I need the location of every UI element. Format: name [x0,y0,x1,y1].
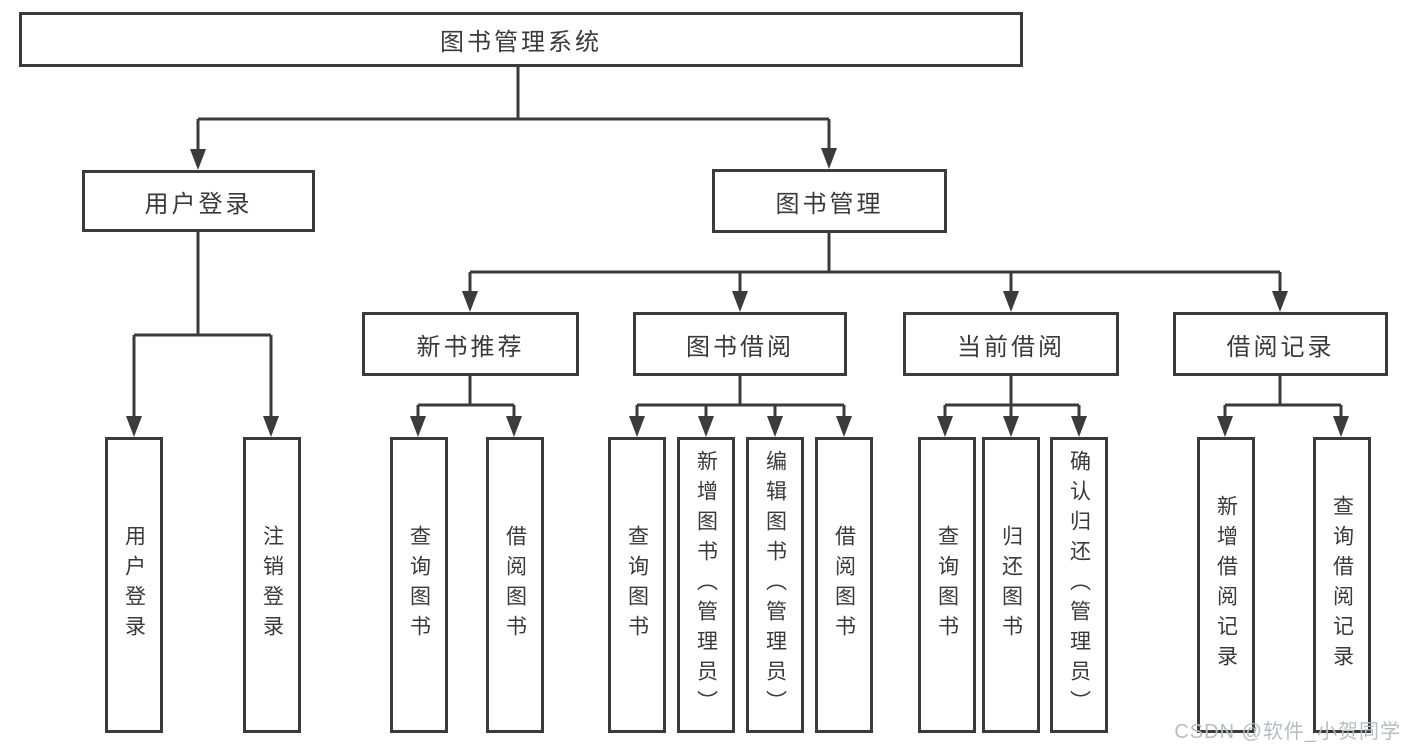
node-root: 图书管理系统 [19,12,1023,67]
node-user-login-label: 用户登录 [144,190,253,218]
leaf-br-query-record: 查询借阅记录 [1313,437,1371,733]
csdn-watermark: CSDN @软件_小贺同学 [1174,721,1401,743]
connector-root-to-level2 [196,67,831,151]
node-root-label: 图书管理系统 [440,29,602,56]
arrowhead [410,416,426,437]
leaf-user-login-label: 用户登录 [122,525,146,645]
leaf-bb-borrow-books: 借阅图书 [815,437,873,733]
arrowhead [698,416,714,437]
arrowhead [836,416,852,437]
arrowhead [506,416,522,437]
leaf-bb-query-books: 查询图书 [608,437,666,733]
arrowhead [629,416,645,437]
arrowhead [263,416,279,437]
node-borrowing-records: 借阅记录 [1173,312,1388,376]
arrowhead [1071,416,1087,437]
leaf-br-add-record-label: 新增借阅记录 [1214,495,1238,675]
arrowhead [937,416,953,437]
node-book-borrowing: 图书借阅 [633,312,847,376]
arrowhead [767,416,783,437]
node-book-management: 图书管理 [712,169,947,233]
node-user-login: 用户登录 [82,170,315,232]
node-new-book-recommend-label: 新书推荐 [416,333,525,361]
leaf-bb-borrow-books-label: 借阅图书 [832,525,856,645]
leaf-bb-query-books-label: 查询图书 [625,525,649,645]
connector-user-login-to-leaves [132,232,273,418]
arrowhead [732,291,748,312]
arrowhead [190,149,206,170]
connector-new-book-recommend-to-leaves [416,376,516,418]
leaf-nbr-borrow-books: 借阅图书 [486,437,544,733]
arrowhead [1003,291,1019,312]
leaf-logout-label: 注销登录 [260,525,284,645]
leaf-logout: 注销登录 [243,437,301,733]
leaf-cb-return-books-label: 归还图书 [999,525,1023,645]
arrowhead [1333,416,1349,437]
node-current-borrowing: 当前借阅 [903,312,1119,376]
arrowhead [462,291,478,312]
leaf-cb-confirm-return: 确认归还（管理员） [1050,437,1108,733]
leaf-br-add-record: 新增借阅记录 [1197,437,1255,733]
leaf-br-query-record-label: 查询借阅记录 [1330,495,1354,675]
leaf-bb-add-books-label: 新增图书（管理员） [694,450,718,720]
connector-book-borrowing-to-leaves [635,376,846,418]
leaf-cb-confirm-return-label: 确认归还（管理员） [1067,450,1091,720]
arrowhead [126,416,142,437]
leaf-nbr-query-books: 查询图书 [390,437,448,733]
connector-borrowing-records-to-leaves [1223,376,1343,418]
leaf-bb-add-books: 新增图书（管理员） [677,437,735,733]
leaf-cb-query-books-label: 查询图书 [935,525,959,645]
arrowhead [1003,416,1019,437]
leaf-cb-query-books: 查询图书 [918,437,976,733]
connector-book-management-to-level3 [468,233,1282,293]
node-borrowing-records-label: 借阅记录 [1226,333,1335,361]
node-book-management-label: 图书管理 [775,190,884,218]
leaf-nbr-borrow-books-label: 借阅图书 [503,525,527,645]
connector-current-borrowing-to-leaves [943,376,1081,418]
arrowhead [1272,291,1288,312]
leaf-user-login: 用户登录 [105,437,163,733]
node-book-borrowing-label: 图书借阅 [686,333,794,361]
arrowhead [1217,416,1233,437]
arrowhead [821,148,837,169]
leaf-bb-edit-books: 编辑图书（管理员） [746,437,804,733]
leaf-nbr-query-books-label: 查询图书 [407,525,431,645]
node-new-book-recommend: 新书推荐 [362,312,579,376]
leaf-bb-edit-books-label: 编辑图书（管理员） [763,450,787,720]
node-current-borrowing-label: 当前借阅 [957,333,1065,361]
arrowheads [126,148,1349,437]
leaf-cb-return-books: 归还图书 [982,437,1040,733]
